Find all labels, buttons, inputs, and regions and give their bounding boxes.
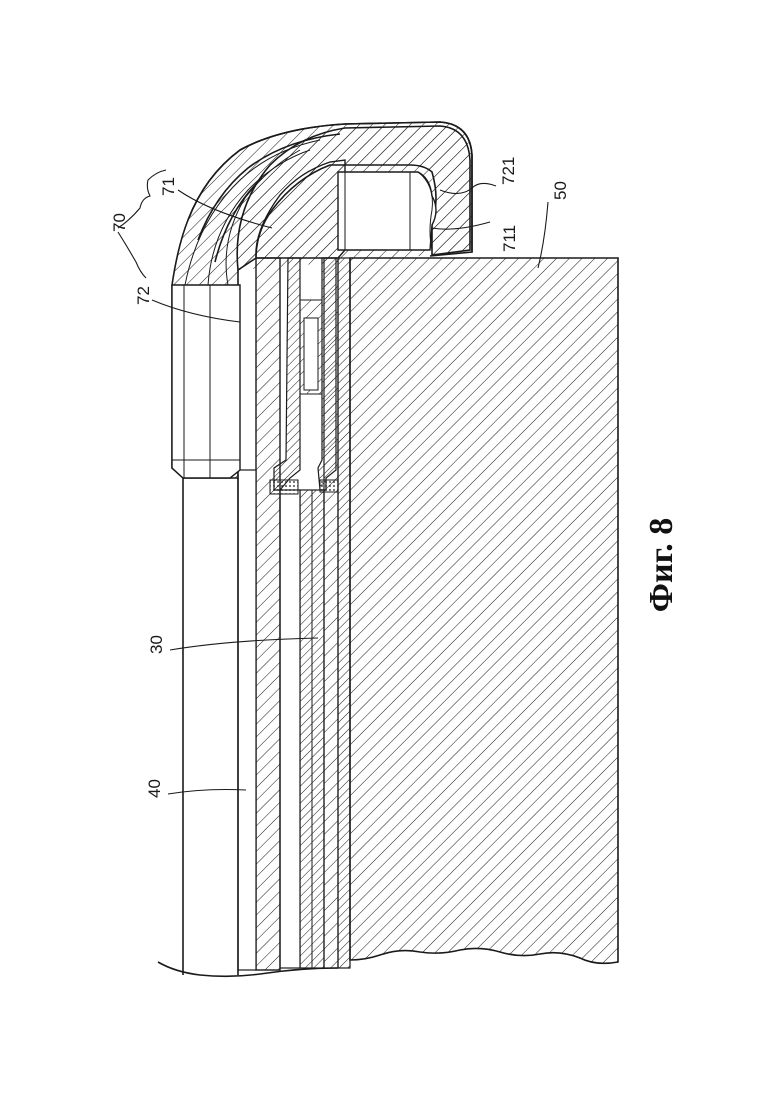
slot-711 — [338, 172, 436, 250]
label-711: 711 — [500, 225, 519, 252]
figure-caption: Фиг. 8 — [643, 518, 680, 612]
label-70: 70 — [110, 213, 129, 232]
label-721: 721 — [499, 157, 518, 185]
label-50: 50 — [551, 181, 570, 200]
part-50-body — [350, 258, 618, 963]
label-30: 30 — [147, 635, 166, 654]
label-71: 71 — [159, 177, 178, 196]
label-72: 72 — [134, 286, 153, 305]
label-40: 40 — [145, 779, 164, 798]
